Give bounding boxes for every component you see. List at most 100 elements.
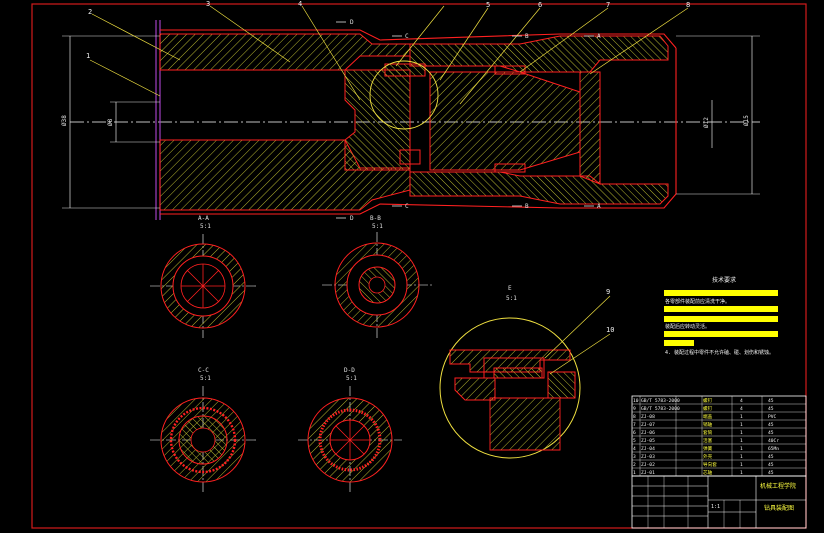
callout-10: 10 xyxy=(606,326,614,334)
marker-d-bottom: D xyxy=(350,215,354,222)
bom-cell-material: 45 xyxy=(768,470,774,476)
bom-row: 1 ZJ-01 芯轴 1 45 xyxy=(633,469,774,476)
bom-cell-code: GB/T 5783-2000 xyxy=(641,398,680,404)
bom-cell-code: ZJ-03 xyxy=(641,454,655,460)
marker-b-top: B xyxy=(525,33,529,40)
detail-circle-e xyxy=(369,60,439,130)
view-title-b-b: B-B xyxy=(370,215,381,222)
bom-cell-qty: 1 xyxy=(740,454,743,460)
spring-upper xyxy=(384,63,426,77)
bolt-lower xyxy=(494,163,526,173)
bom-cell-qty: 1 xyxy=(740,446,743,452)
bom-cell-qty: 1 xyxy=(740,438,743,444)
dim-right-outer: Ø15 xyxy=(743,115,750,126)
bom-cell-name: 弹簧 xyxy=(703,445,713,452)
marker-c-top: C xyxy=(405,33,409,40)
bom-cell-qty: 1 xyxy=(740,470,743,476)
view-title-e: E xyxy=(508,285,512,292)
callout-8: 8 xyxy=(686,1,690,9)
bom-cell-material: 45 xyxy=(768,454,774,460)
title-scale: 1:1 xyxy=(711,504,720,510)
notes-title: 技术要求 xyxy=(712,276,736,284)
bom-cell-material: PVC xyxy=(768,414,777,420)
bom-cell-code: ZJ-02 xyxy=(641,462,655,468)
outer-outline-bottom xyxy=(160,193,677,215)
bom-cell-name: 外壳 xyxy=(703,453,713,460)
outer-outline-top xyxy=(160,29,677,49)
dim-inner-left: Ø8 xyxy=(107,118,114,126)
callout-3: 3 xyxy=(206,0,210,8)
technical-notes: 技术要求 各零部件装配前应清洗干净。 装配后应转动灵活。 4. 装配过程中零件不… xyxy=(664,276,778,356)
callout-leaders xyxy=(89,5,689,105)
bom-cell-no: 7 xyxy=(633,422,636,428)
view-scale-c-c: 5:1 xyxy=(200,375,211,382)
bom-cell-qty: 1 xyxy=(740,430,743,436)
section-view-c-c: C-C 5:1 xyxy=(150,367,256,494)
bom-cell-code: ZJ-07 xyxy=(641,422,655,428)
marker-a-bottom: A xyxy=(597,203,601,210)
inner-cone-section xyxy=(429,71,581,171)
right-sleeve-lower xyxy=(409,171,669,205)
bom-cell-code: GB/T 5783-2000 xyxy=(641,406,680,412)
marker-b-bottom: B xyxy=(525,203,529,210)
bom-cell-no: 9 xyxy=(633,406,636,412)
bom-cell-material: 45 xyxy=(768,422,774,428)
view-title-d-d: D-D xyxy=(344,367,355,374)
bom-cell-name: 套筒 xyxy=(703,429,713,436)
bom-cell-material: 45 xyxy=(768,462,774,468)
view-scale-b-b: 5:1 xyxy=(372,223,383,230)
callout-1: 1 xyxy=(86,52,90,60)
dim-right-inner: Ø12 xyxy=(703,117,710,128)
callout-7: 7 xyxy=(606,1,610,9)
drawing-frame xyxy=(31,3,807,529)
notes-line-1: 各零部件装配前应清洗干净。 xyxy=(665,298,730,305)
marker-a-top: A xyxy=(597,33,601,40)
bom-cell-material: 65Mn xyxy=(768,446,779,452)
bom-cell-name: 螺钉 xyxy=(703,405,713,412)
bom-cell-code: ZJ-04 xyxy=(641,446,655,452)
right-sleeve-upper xyxy=(409,35,669,73)
section-view-d-d: D-D 5:1 xyxy=(298,367,402,494)
title-school: 机械工程学院 xyxy=(760,482,796,490)
bom-cell-name: 销轴 xyxy=(703,421,713,428)
section-view-b-b: B-B 5:1 xyxy=(322,215,432,338)
marker-d-top: D xyxy=(350,19,354,26)
callout-4: 4 xyxy=(298,0,302,8)
upper-housing-section xyxy=(159,33,411,71)
bom-cell-no: 1 xyxy=(633,470,636,476)
spring-lower xyxy=(399,149,421,165)
bom-cell-name: 螺钉 xyxy=(703,397,713,404)
bom-row: 3 ZJ-03 外壳 1 45 xyxy=(633,453,774,460)
title-block: 机械工程学院 钻具装配图 1:1 xyxy=(631,475,807,529)
bom-cell-qty: 1 xyxy=(740,462,743,468)
bom-cell-code: ZJ-01 xyxy=(641,470,655,476)
bom-cell-name: 导向套 xyxy=(703,461,717,468)
bom-row: 4 ZJ-04 弹簧 1 65Mn xyxy=(633,445,779,452)
bom-cell-no: 2 xyxy=(633,462,636,468)
bom-cell-name: 芯轴 xyxy=(703,469,713,476)
section-markers xyxy=(336,21,594,219)
bom-cell-material: 40Cr xyxy=(768,438,779,444)
view-scale-a-a: 5:1 xyxy=(200,223,211,230)
bom-cell-material: 45 xyxy=(768,398,774,404)
callout-6: 6 xyxy=(538,1,542,9)
marker-c-bottom: C xyxy=(405,203,409,210)
bom-cell-name: 活塞 xyxy=(703,437,713,444)
bom-cell-no: 4 xyxy=(633,446,636,452)
callout-9: 9 xyxy=(606,288,610,296)
bom-cell-qty: 1 xyxy=(740,414,743,420)
view-title-a-a: A-A xyxy=(198,215,209,222)
notes-line-2: 装配后应转动灵活。 xyxy=(665,323,710,330)
bom-cell-no: 10 xyxy=(633,398,639,404)
detail-view-e: E 5:1 9 10 xyxy=(439,285,614,459)
bom-cell-no: 3 xyxy=(633,454,636,460)
bom-cell-name: 端盖 xyxy=(703,413,713,420)
title-drawing: 钻具装配图 xyxy=(764,504,794,512)
